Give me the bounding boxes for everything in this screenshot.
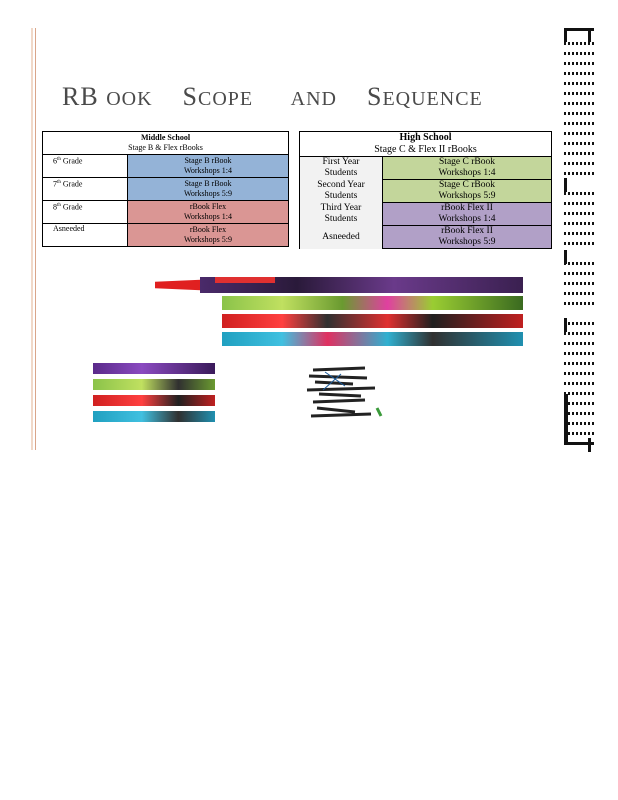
grade-label: 8th Grade <box>42 200 128 224</box>
middle-school-header: Middle School Stage B & Flex rBooks <box>42 131 289 155</box>
page-title: RB OOK SCOPE AND SEQUENCE <box>62 82 483 111</box>
book-cover-thumb <box>93 379 215 390</box>
middle-school-table: Middle School Stage B & Flex rBooks 6th … <box>42 131 289 247</box>
year-label: Asneeded <box>299 225 383 249</box>
book-cover-thumb <box>93 411 215 422</box>
scribble-graphic <box>305 364 385 424</box>
grade-label: 7th Grade <box>42 177 128 201</box>
decorative-border-strip <box>564 28 594 452</box>
grade-label: 6th Grade <box>42 154 128 178</box>
grade-label: Asneeded <box>42 223 128 247</box>
book-cover-banner <box>222 314 523 328</box>
high-school-table: High School Stage C & Flex II rBooks Fir… <box>299 131 552 249</box>
book-cover-banner <box>155 277 523 293</box>
left-margin-line <box>31 28 33 450</box>
left-margin-line-inner <box>35 28 36 450</box>
book-cover-thumb <box>93 395 215 406</box>
book-cover-banner <box>222 296 523 310</box>
book-cover-thumb <box>93 363 215 374</box>
book-cover-banner <box>222 332 523 346</box>
high-school-header: High School Stage C & Flex II rBooks <box>299 131 552 157</box>
